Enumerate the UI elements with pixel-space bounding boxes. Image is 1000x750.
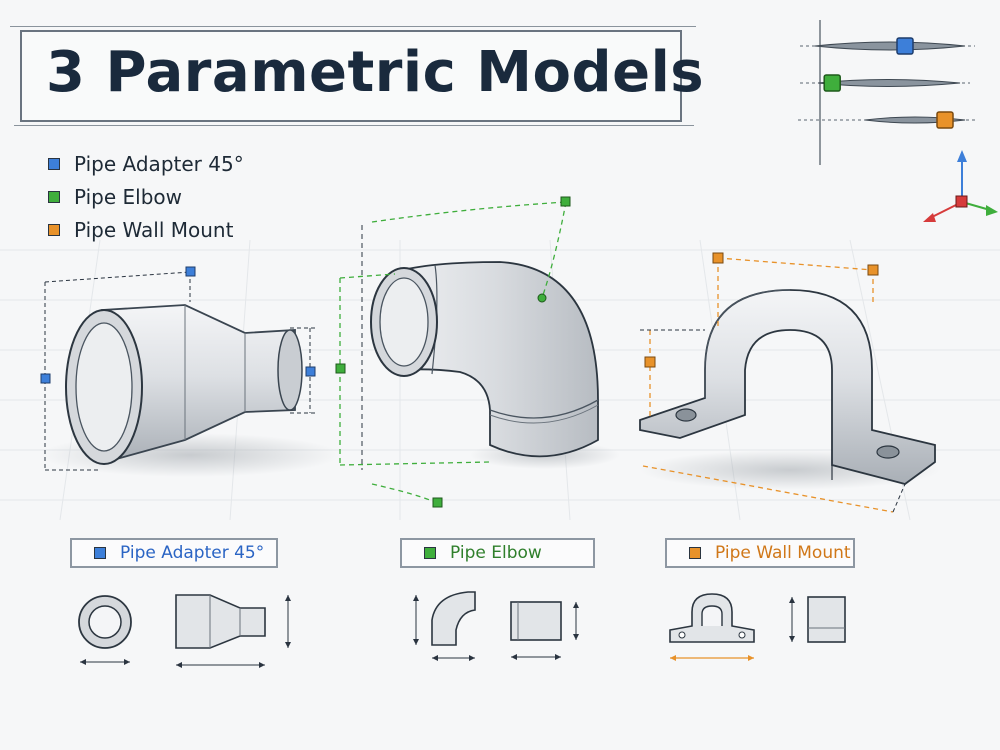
elbow-front-view [413,591,476,661]
elbow-side-view [510,601,579,660]
wall-mount-side-view [789,596,846,643]
orange-square-icon [689,547,701,559]
legend-item-adapter: Pipe Adapter 45° [48,147,244,180]
wall-mount-front-view [669,593,755,661]
axis-gizmo-icon [923,150,998,222]
page-title: 3 Parametric Models [46,40,705,105]
green-square-icon [48,190,60,203]
orthographic-views [78,591,846,668]
title-frame: 3 Parametric Models [10,26,704,126]
blue-square-icon [48,157,60,170]
legend-label: Pipe Adapter 45° [74,151,244,176]
green-square-icon [424,547,436,559]
parameter-sliders-panel [798,20,998,222]
legend-item-wall-mount: Pipe Wall Mount [48,213,244,246]
section-label-text: Pipe Wall Mount [715,543,851,563]
section-label-adapter: Pipe Adapter 45° [70,538,278,568]
models-3d-view [40,196,940,513]
slider-handle-blue[interactable] [896,37,914,55]
section-label-text: Pipe Elbow [450,543,542,563]
slider-handle-orange[interactable] [936,111,954,129]
legend-item-elbow: Pipe Elbow [48,180,244,213]
slider-handle-green[interactable] [823,74,841,92]
adapter-front-view [78,595,132,665]
slider-3[interactable] [798,111,975,129]
pipe-adapter-model[interactable] [40,266,340,477]
blue-square-icon [94,547,106,559]
section-label-text: Pipe Adapter 45° [120,543,265,563]
slider-2[interactable] [800,74,970,92]
section-label-elbow: Pipe Elbow [400,538,595,568]
adapter-side-view [175,594,291,668]
pipe-elbow-model[interactable] [335,196,620,508]
orange-square-icon [48,223,60,236]
pipe-wall-mount-model[interactable] [639,252,940,513]
legend: Pipe Adapter 45° Pipe Elbow Pipe Wall Mo… [48,147,244,246]
slider-1[interactable] [800,37,975,55]
legend-label: Pipe Wall Mount [74,217,234,242]
section-label-wall-mount: Pipe Wall Mount [665,538,855,568]
legend-label: Pipe Elbow [74,184,183,209]
